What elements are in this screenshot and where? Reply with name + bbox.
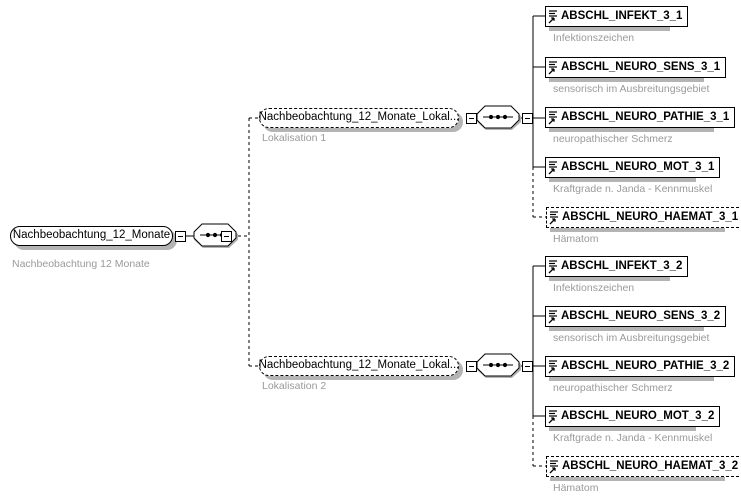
element-icon — [548, 60, 559, 75]
group-1-sequence-toggle[interactable] — [522, 113, 533, 124]
leaf-node-abschl-neuro-mot-3-1[interactable]: ABSCHL_NEURO_MOT_3_1 — [545, 157, 721, 178]
group-2-annotation: Lokalisation 2 — [262, 380, 327, 392]
group-1-collapse-toggle[interactable] — [466, 113, 477, 124]
element-icon — [548, 309, 559, 324]
element-icon — [549, 459, 560, 474]
leaf-annotation: Infektionszeichen — [553, 282, 635, 294]
leaf-annotation: Kraftgrade n. Janda - Kennmuskel — [553, 432, 713, 444]
leaf-label: ABSCHL_NEURO_MOT_3_1 — [561, 160, 715, 173]
leaf-node-abschl-infekt-3-1[interactable]: ABSCHL_INFEKT_3_1 — [545, 6, 689, 27]
group-2-collapse-toggle[interactable] — [466, 361, 477, 372]
element-icon — [548, 160, 559, 175]
leaf-label: ABSCHL_NEURO_SENS_3_2 — [561, 309, 721, 322]
element-icon — [548, 359, 559, 374]
element-icon — [548, 409, 559, 424]
root-collapse-toggle[interactable] — [175, 231, 186, 242]
root-sequence-compositor[interactable] — [193, 223, 239, 249]
group-1-label: Nachbeobachtung_12_Monate_Lokal... — [258, 111, 460, 124]
leaf-node-abschl-infekt-3-2[interactable]: ABSCHL_INFEKT_3_2 — [545, 256, 689, 277]
group-node-lokalisation-1[interactable]: Nachbeobachtung_12_Monate_Lokal... — [259, 108, 459, 128]
leaf-node-abschl-neuro-sens-3-2[interactable]: ABSCHL_NEURO_SENS_3_2 — [545, 306, 727, 327]
leaf-label: ABSCHL_NEURO_MOT_3_2 — [561, 409, 715, 422]
leaf-annotation: Hämatom — [553, 233, 599, 245]
group-1-sequence-compositor[interactable] — [476, 105, 522, 131]
group-2-sequence-compositor[interactable] — [476, 353, 522, 379]
leaf-annotation: neuropathischer Schmerz — [553, 133, 673, 145]
leaf-annotation: sensorisch im Ausbreitungsgebiet — [553, 83, 710, 95]
leaf-annotation: Infektionszeichen — [553, 32, 635, 44]
leaf-annotation: Hämatom — [553, 482, 599, 494]
leaf-node-abschl-neuro-pathie-3-2[interactable]: ABSCHL_NEURO_PATHIE_3_2 — [545, 356, 736, 377]
element-icon — [548, 9, 559, 24]
leaf-label: ABSCHL_NEURO_PATHIE_3_1 — [561, 110, 730, 123]
leaf-annotation: Kraftgrade n. Janda - Kennmuskel — [553, 183, 713, 195]
group-2-label: Nachbeobachtung_12_Monate_Lokal... — [258, 359, 460, 372]
leaf-label: ABSCHL_NEURO_HAEMAT_3_1 — [562, 210, 739, 223]
group-2-sequence-toggle[interactable] — [522, 361, 533, 372]
leaf-label: ABSCHL_INFEKT_3_1 — [561, 9, 683, 22]
leaf-label: ABSCHL_NEURO_HAEMAT_3_2 — [562, 459, 739, 472]
group-1-annotation: Lokalisation 1 — [262, 132, 327, 144]
leaf-label: ABSCHL_INFEKT_3_2 — [561, 259, 683, 272]
root-node-label: Nachbeobachtung_12_Monate — [12, 229, 171, 242]
element-icon — [548, 259, 559, 274]
leaf-annotation: neuropathischer Schmerz — [553, 382, 673, 394]
root-sequence-toggle[interactable] — [221, 231, 232, 242]
leaf-node-abschl-neuro-mot-3-2[interactable]: ABSCHL_NEURO_MOT_3_2 — [545, 406, 721, 427]
root-node-annotation: Nachbeobachtung 12 Monate — [12, 258, 150, 270]
leaf-annotation: sensorisch im Ausbreitungsgebiet — [553, 332, 710, 344]
group-node-lokalisation-2[interactable]: Nachbeobachtung_12_Monate_Lokal... — [259, 356, 459, 376]
leaf-node-abschl-neuro-pathie-3-1[interactable]: ABSCHL_NEURO_PATHIE_3_1 — [545, 107, 736, 128]
leaf-label: ABSCHL_NEURO_SENS_3_1 — [561, 60, 721, 73]
element-icon — [548, 110, 559, 125]
leaf-node-abschl-neuro-sens-3-1[interactable]: ABSCHL_NEURO_SENS_3_1 — [545, 57, 727, 78]
leaf-label: ABSCHL_NEURO_PATHIE_3_2 — [561, 359, 730, 372]
leaf-node-abschl-neuro-haemat-3-1[interactable]: ABSCHL_NEURO_HAEMAT_3_1 — [546, 207, 741, 228]
leaf-node-abschl-neuro-haemat-3-2[interactable]: ABSCHL_NEURO_HAEMAT_3_2 — [546, 456, 741, 477]
root-node-nachbeobachtung-12-monate[interactable]: Nachbeobachtung_12_Monate — [10, 226, 173, 246]
element-icon — [549, 210, 560, 225]
